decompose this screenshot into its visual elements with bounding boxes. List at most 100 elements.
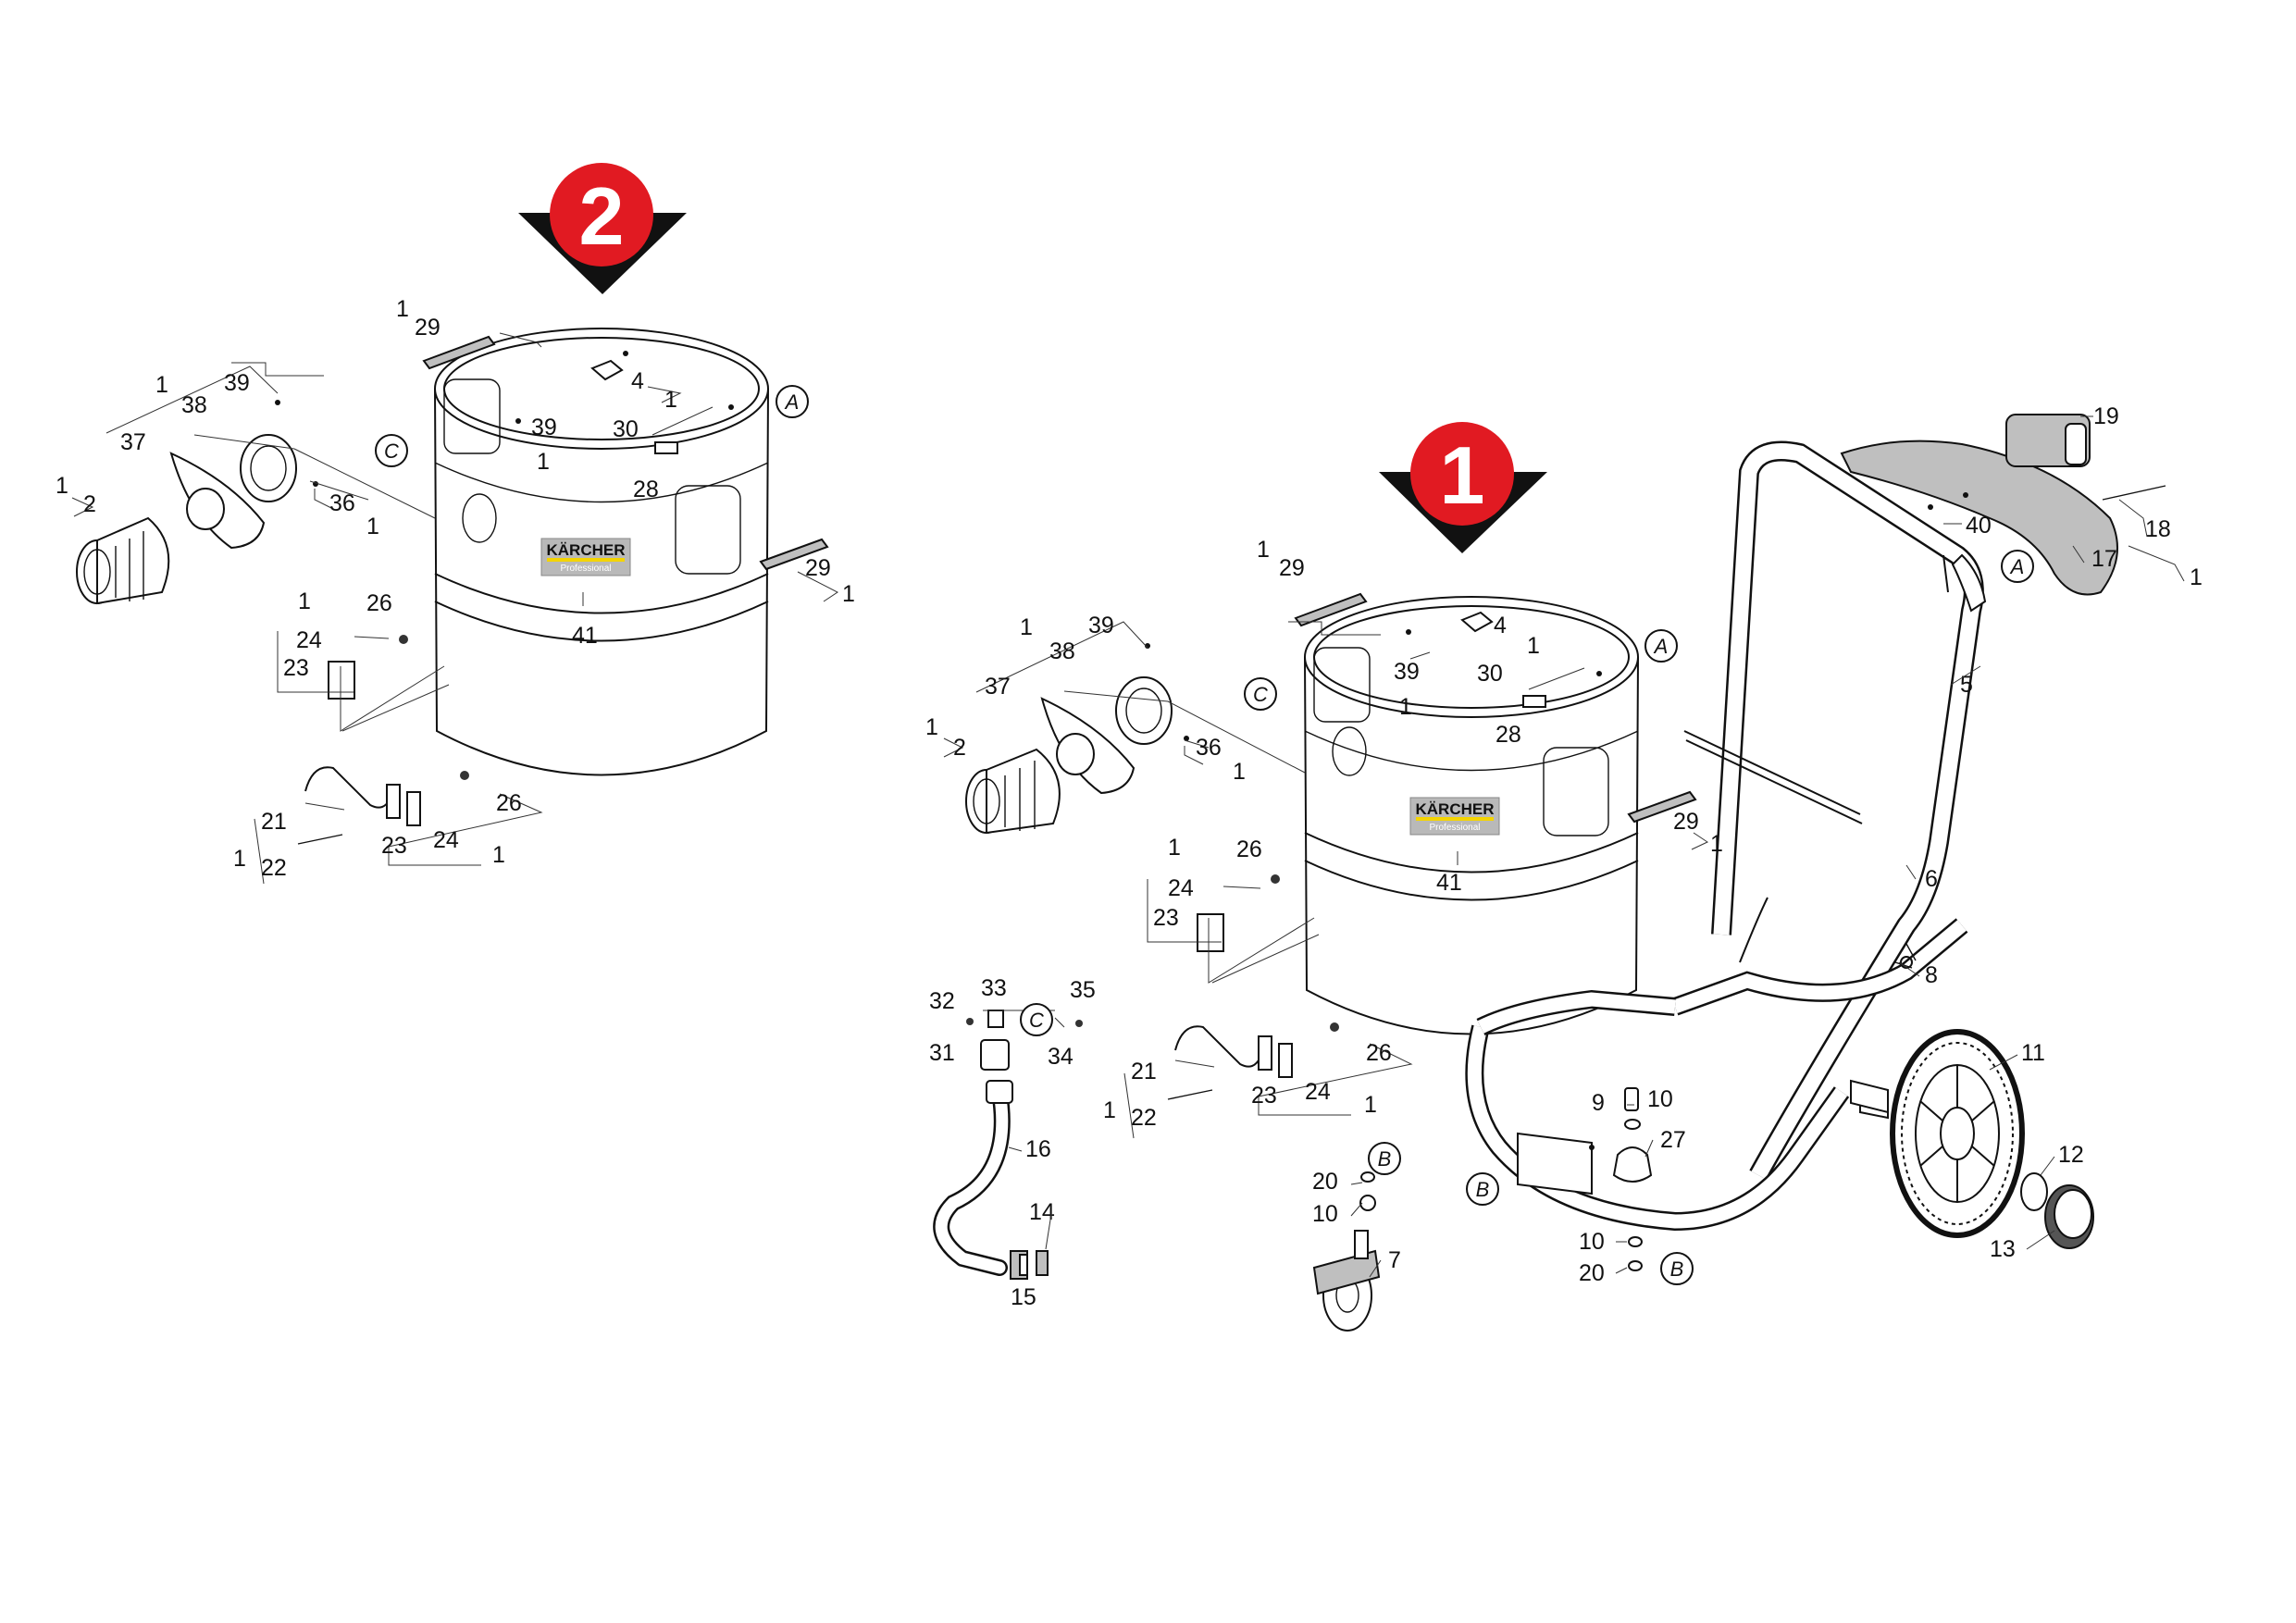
part-label: 36 — [1196, 735, 1222, 761]
part-label: 1 — [537, 449, 550, 475]
part-label: 37 — [120, 429, 146, 455]
part-label: 1 — [492, 842, 505, 868]
brand-name-left: KÄRCHER — [547, 541, 626, 559]
part-label: 32 — [929, 988, 955, 1014]
part-label: 26 — [366, 590, 392, 616]
part-label: 41 — [1436, 870, 1462, 896]
part-label: 1 — [842, 581, 855, 607]
ref-letter-c-3: C — [1029, 1009, 1044, 1032]
part-labels: 1 29 4 1 39 1 30 28 1 39 38 37 1 2 36 1 … — [56, 296, 2203, 1310]
ref-letter-c-1: C — [384, 440, 399, 463]
main-wheel — [1850, 1029, 2094, 1249]
hose-coupling-left — [76, 516, 170, 605]
castor-wheel — [1312, 1195, 1381, 1332]
part-label: 30 — [613, 416, 639, 442]
part-label: 4 — [631, 368, 644, 394]
part-label: 26 — [496, 790, 522, 816]
part-label: 10 — [1312, 1201, 1338, 1227]
part-label: 22 — [261, 855, 287, 881]
ref-letter-a-3: A — [2009, 555, 2025, 578]
part-label: 1 — [1710, 831, 1723, 857]
part-label: 1 — [1527, 633, 1540, 659]
part-label: 26 — [1236, 836, 1262, 862]
part-label: 21 — [261, 809, 287, 835]
ref-letter-a-1: A — [784, 390, 800, 414]
part-label: 29 — [1673, 809, 1699, 835]
marker-1-disc — [1410, 422, 1514, 526]
part-label: 6 — [1925, 866, 1938, 892]
part-label: 28 — [1496, 722, 1521, 748]
part-label: 19 — [2093, 403, 2119, 429]
marker-1: 1 — [1379, 422, 1547, 553]
part-label: 23 — [283, 655, 309, 681]
part-label: 35 — [1070, 977, 1096, 1003]
part-label: 14 — [1029, 1199, 1055, 1225]
part-label: 8 — [1925, 962, 1938, 988]
part-label: 1 — [396, 296, 409, 322]
brand-subtitle-left: Professional — [560, 564, 611, 574]
part-label: 27 — [1660, 1127, 1686, 1153]
part-label: 20 — [1579, 1260, 1605, 1286]
container-assembly-left: KÄRCHER Professional — [71, 328, 838, 885]
part-label: 15 — [1011, 1284, 1036, 1310]
ref-letter-b-2: B — [1476, 1178, 1490, 1201]
frame-leaders — [1008, 415, 2185, 1278]
part-label: 23 — [1153, 905, 1179, 931]
part-label: 39 — [531, 415, 557, 440]
part-label: 21 — [1131, 1059, 1157, 1084]
part-label: 16 — [1025, 1136, 1051, 1162]
part-label: 37 — [985, 674, 1011, 700]
ref-letter-a-2: A — [1653, 635, 1669, 658]
part-label: 28 — [633, 477, 659, 502]
part-label: 1 — [1168, 835, 1181, 861]
part-label: 1 — [233, 846, 246, 872]
part-label: 24 — [1168, 875, 1194, 901]
part-label: 33 — [981, 975, 1007, 1001]
part-label: 1 — [298, 588, 311, 614]
part-label: 30 — [1477, 661, 1503, 687]
part-label: 5 — [1960, 672, 1973, 698]
part-label: 40 — [1966, 513, 1992, 539]
part-label: 10 — [1579, 1229, 1605, 1255]
part-label: 7 — [1388, 1247, 1401, 1273]
part-label: 41 — [572, 623, 598, 649]
part-label: 29 — [805, 555, 831, 581]
part-label: 1 — [1399, 694, 1412, 720]
part-label: 11 — [2021, 1040, 2045, 1066]
part-label: 29 — [1279, 555, 1305, 581]
marker-1-label: 1 — [1440, 429, 1485, 521]
hose-coupling-center — [965, 748, 1061, 835]
part-label: 1 — [366, 514, 379, 539]
brand-plate-center: KÄRCHER Professional — [1409, 797, 1500, 836]
part-label: 24 — [296, 627, 322, 653]
part-label: 4 — [1494, 613, 1507, 638]
part-label: 18 — [2145, 516, 2171, 542]
part-label: 29 — [415, 315, 441, 341]
part-label: 2 — [953, 735, 966, 761]
marker-2: 2 — [518, 163, 687, 294]
part-label: 26 — [1366, 1040, 1392, 1066]
part-label: 31 — [929, 1040, 955, 1066]
part-label: 1 — [1020, 614, 1033, 640]
part-label: 38 — [181, 392, 207, 418]
part-label: 20 — [1312, 1169, 1338, 1195]
handle-grip — [1840, 414, 2166, 596]
part-label: 1 — [1233, 759, 1246, 785]
part-label: 12 — [2058, 1142, 2084, 1168]
part-label: 1 — [925, 714, 938, 740]
ref-letter-c-2: C — [1253, 683, 1268, 706]
part-label: 17 — [2091, 546, 2117, 572]
brand-plate-left: KÄRCHER Professional — [540, 538, 631, 576]
part-label: 13 — [1990, 1236, 2016, 1262]
part-label: 2 — [83, 491, 96, 517]
part-label: 22 — [1131, 1105, 1157, 1131]
part-label: 36 — [329, 490, 355, 516]
part-label: 1 — [1257, 537, 1270, 563]
part-label: 39 — [1394, 659, 1420, 685]
part-label: 38 — [1049, 638, 1075, 664]
marker-2-disc — [550, 163, 653, 266]
reference-letters: C A C A A C B B B — [375, 385, 2034, 1285]
part-label: 23 — [381, 833, 407, 859]
part-label: 1 — [155, 372, 168, 398]
